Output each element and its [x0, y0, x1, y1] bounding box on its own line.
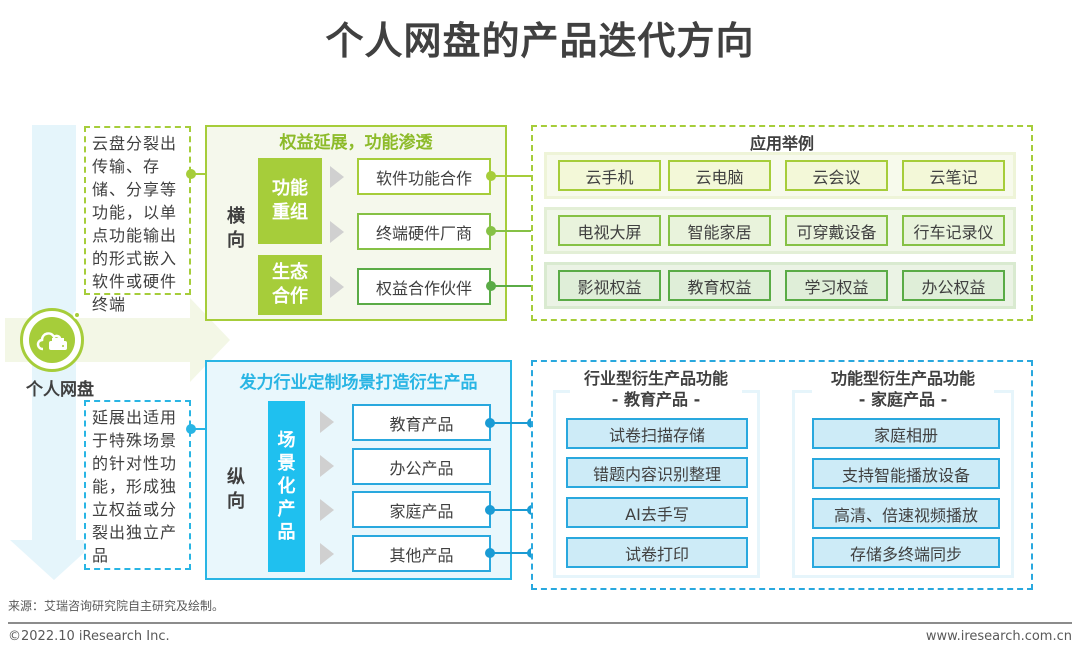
vertical-direction-label: 纵向: [227, 467, 245, 512]
example-cell: 电视大屏: [558, 215, 661, 246]
triangle-arrow-icon: [330, 221, 344, 243]
example-cell: 教育权益: [668, 270, 771, 301]
example-cell: 智能家居: [668, 215, 771, 246]
item-rights-partners: 权益合作伙伴: [357, 268, 491, 305]
connector-line: [491, 230, 547, 232]
connector-line: [490, 509, 532, 511]
connector-line: [491, 285, 547, 287]
center-label: 个人网盘: [26, 380, 94, 400]
example-cell: 办公权益: [902, 270, 1005, 301]
vertical-arrow-head: [10, 540, 98, 580]
horizontal-direction-label: 横向: [227, 206, 245, 251]
example-cell: 云笔记: [902, 160, 1005, 191]
group-label: 功能重组: [272, 178, 308, 223]
triangle-arrow-icon: [320, 499, 334, 521]
cloud-drive-icon: [29, 317, 75, 363]
product-education: 教育产品: [352, 404, 491, 441]
function-item: 支持智能播放设备: [812, 458, 1000, 489]
group-function-restructure: 功能重组: [258, 158, 322, 244]
source-note: 来源：艾瑞咨询研究院自主研究及绘制。: [8, 599, 225, 613]
function-item: 试卷打印: [566, 537, 748, 568]
group-label: 生态合作: [272, 262, 308, 307]
function-item: 家庭相册: [812, 418, 1000, 449]
product-other: 其他产品: [352, 535, 491, 572]
examples-title: 应用举例: [749, 134, 814, 153]
connector-line: [491, 175, 547, 177]
function-item: 存储多终端同步: [812, 537, 1000, 568]
website-link[interactable]: www.iresearch.com.cn: [925, 629, 1072, 644]
item-software-cooperation: 软件功能合作: [357, 158, 491, 195]
group-ecosystem-cooperation: 生态合作: [258, 255, 322, 315]
connector-line: [490, 422, 532, 424]
vertical-note: 延展出适用于特殊场景的针对性功能，形成独立权益或分裂出独立产品: [84, 400, 191, 570]
example-cell: 云会议: [785, 160, 888, 191]
logo-dot: [73, 311, 81, 319]
function-title: 行业型衍生产品功能: [583, 369, 728, 388]
example-cell: 影视权益: [558, 270, 661, 301]
copyright: ©2022.10 iResearch Inc.: [8, 629, 170, 644]
vertical-panel-title: 发力行业定制场景打造衍生产品: [239, 373, 478, 393]
function-column-title: 行业型衍生产品功能 - 教育产品 -: [570, 368, 742, 410]
example-cell: 行车记录仪: [902, 215, 1005, 246]
function-item: 试卷扫描存储: [566, 418, 748, 449]
example-cell: 可穿戴设备: [785, 215, 888, 246]
footer-divider: [8, 622, 1072, 624]
function-subtitle: - 教育产品 -: [611, 390, 701, 409]
function-subtitle: - 家庭产品 -: [858, 390, 948, 409]
scenario-products-block: 场景化产品: [268, 401, 305, 572]
triangle-arrow-icon: [330, 166, 344, 188]
function-column-title: 功能型衍生产品功能 - 家庭产品 -: [812, 368, 994, 410]
scenario-products-label: 场景化产品: [277, 430, 296, 543]
horizontal-note: 云盘分裂出传输、存储、分享等功能，以单点功能输出的形式嵌入软件或硬件终端: [84, 126, 191, 314]
page-title: 个人网盘的产品迭代方向: [325, 19, 755, 63]
function-title: 功能型衍生产品功能: [830, 369, 975, 388]
function-item: AI去手写: [566, 497, 748, 528]
triangle-arrow-icon: [320, 411, 334, 433]
product-office: 办公产品: [352, 448, 491, 485]
product-family: 家庭产品: [352, 491, 491, 528]
triangle-arrow-icon: [320, 455, 334, 477]
item-hardware-vendors: 终端硬件厂商: [357, 213, 491, 250]
example-cell: 云手机: [558, 160, 661, 191]
examples-row: [544, 152, 1016, 199]
connector-line: [490, 552, 532, 554]
triangle-arrow-icon: [320, 543, 334, 565]
example-cell: 云电脑: [668, 160, 771, 191]
horizontal-panel-title: 权益延展，功能渗透: [279, 133, 433, 153]
example-cell: 学习权益: [785, 270, 888, 301]
function-item: 高清、倍速视频播放: [812, 498, 1000, 529]
triangle-arrow-icon: [330, 276, 344, 298]
function-item: 错题内容识别整理: [566, 457, 748, 488]
